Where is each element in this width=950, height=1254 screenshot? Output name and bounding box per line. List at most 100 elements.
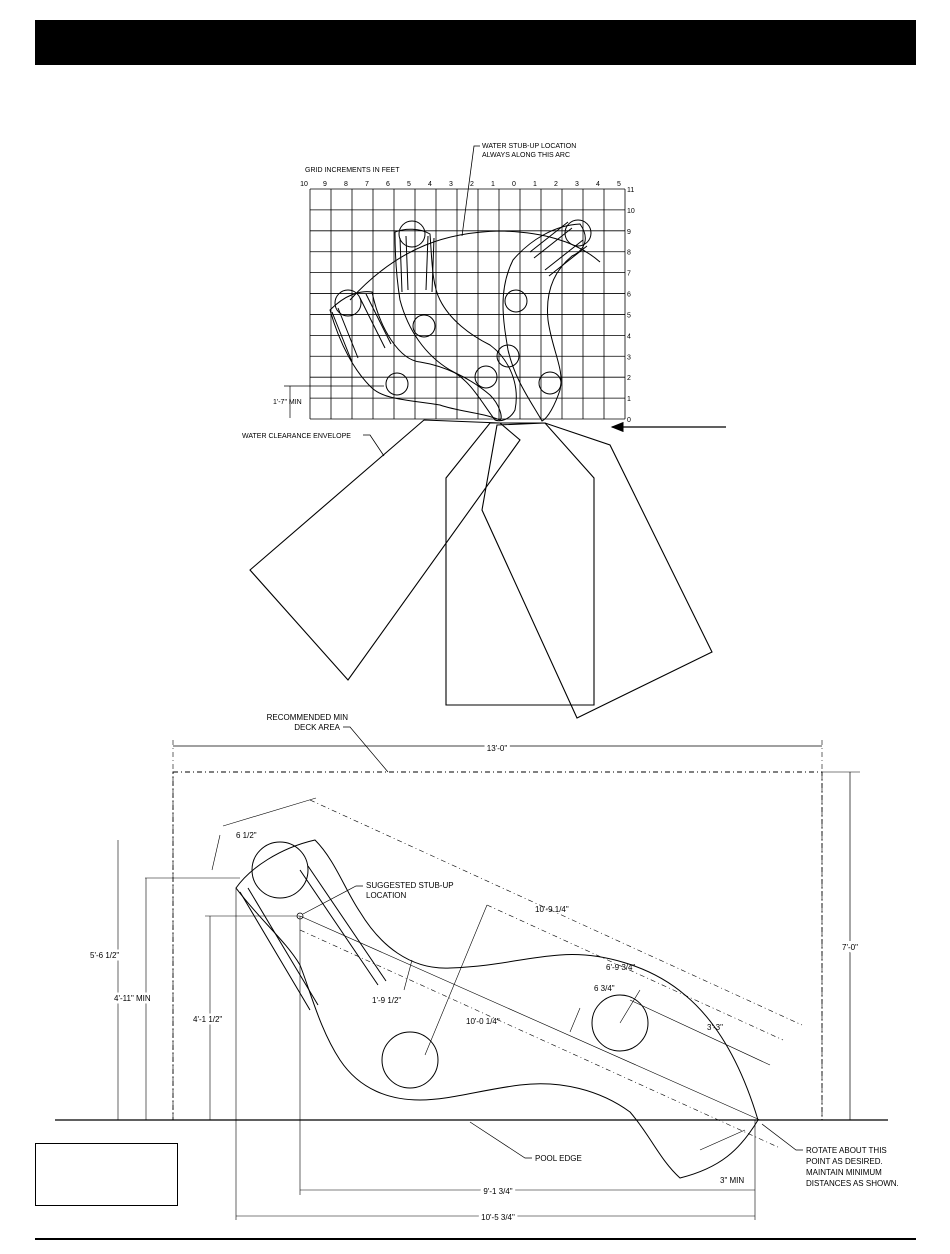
clearance-envelope-left xyxy=(249,419,521,681)
grid-x-tick: 3 xyxy=(449,181,453,188)
rotate-leader xyxy=(761,1123,803,1151)
grid-y-tick: 8 xyxy=(627,250,631,257)
rotate-note-line1: ROTATE ABOUT THIS xyxy=(806,1146,887,1155)
grid-y-tick: 9 xyxy=(627,229,631,236)
grid-y-tick-labels: 0 1 2 3 4 5 6 7 8 9 10 11 xyxy=(627,187,635,424)
slide-plan-view xyxy=(235,839,759,1179)
dim-1-9-half: 1'-9 1/2" xyxy=(372,996,401,1005)
dim-10-9-quarter: 10'-9 1/4" xyxy=(535,905,569,914)
grid-x-tick: 3 xyxy=(575,181,579,188)
dim-6-3q: 6 3/4" xyxy=(594,984,615,993)
grid-x-tick: 4 xyxy=(596,181,600,188)
seat-circle xyxy=(564,219,592,247)
grid-x-tick: 7 xyxy=(365,181,369,188)
slide-ladders xyxy=(331,221,588,363)
exit-circle xyxy=(381,1031,439,1089)
grid-x-tick: 9 xyxy=(323,181,327,188)
exit-circle xyxy=(591,994,649,1052)
grid-x-tick: 2 xyxy=(554,181,558,188)
grid-y-tick: 3 xyxy=(627,354,631,361)
dim-4-1-half: 4'-1 1/2" xyxy=(193,1015,222,1024)
feet-grid xyxy=(309,188,626,420)
grid-title: GRID INCREMENTS IN FEET xyxy=(305,167,400,174)
dim-10-0-quarter: 10'-0 1/4" xyxy=(466,1017,500,1026)
deck-note-line2: DECK AREA xyxy=(294,723,340,732)
grid-y-tick: 1 xyxy=(627,396,631,403)
footer-rule xyxy=(35,1238,916,1240)
dim-width: 13'-0" xyxy=(487,744,508,753)
exit-circle xyxy=(474,365,498,389)
min-dim-label: 1'-7" MIN xyxy=(273,399,302,406)
deck-area-rect xyxy=(172,771,823,1121)
exit-circle xyxy=(504,289,528,313)
grid-y-tick: 10 xyxy=(627,208,635,215)
seat-circles xyxy=(334,219,592,396)
slide-outlines xyxy=(329,223,601,422)
slide-outline-middle xyxy=(394,228,517,422)
grid-x-tick: 1 xyxy=(491,181,495,188)
deck-leader xyxy=(343,726,389,773)
grid-x-tick: 5 xyxy=(407,181,411,188)
stub-leader xyxy=(302,885,363,915)
dim-3-3: 3'-3" xyxy=(707,1023,723,1032)
dim-9-1-3q: 9'-1 3/4" xyxy=(483,1187,512,1196)
rotate-note-line3: MAINTAIN MINIMUM xyxy=(806,1168,882,1177)
grid-x-tick: 8 xyxy=(344,181,348,188)
grid-y-tick: 0 xyxy=(627,417,631,424)
blank-note-box xyxy=(35,1143,178,1206)
slide-ladder-rails xyxy=(239,865,387,1011)
exit-circle xyxy=(496,344,520,368)
header-bar xyxy=(35,20,916,65)
grid-x-tick: 1 xyxy=(533,181,537,188)
rotate-note-line4: DISTANCES AS SHOWN. xyxy=(806,1179,899,1188)
grid-x-tick: 2 xyxy=(470,181,474,188)
dim-10-5-3q: 10'-5 3/4" xyxy=(481,1213,515,1222)
exit-circle xyxy=(385,372,409,396)
seat-circle xyxy=(334,289,362,317)
dim-height: 7'-0" xyxy=(842,943,858,952)
clearance-envelopes xyxy=(249,419,713,719)
grid-x-tick: 4 xyxy=(428,181,432,188)
slide-outline-right xyxy=(502,223,586,422)
stub-note-line2: LOCATION xyxy=(366,891,407,900)
left-dimension-lines xyxy=(117,840,756,1220)
stubup-note-line2: ALWAYS ALONG THIS ARC xyxy=(482,152,570,159)
rotate-note-line2: POINT AS DESIRED. xyxy=(806,1157,883,1166)
seat-circle xyxy=(251,841,309,899)
clearance-label: WATER CLEARANCE ENVELOPE xyxy=(242,433,351,440)
dim-6-half: 6 1/2" xyxy=(236,831,257,840)
grid-y-tick: 11 xyxy=(627,187,634,194)
grid-x-tick: 5 xyxy=(617,181,621,188)
bottom-diagram: RECOMMENDED MIN DECK AREA 13'-0" 7'-0" P… xyxy=(55,713,899,1225)
seat-circle xyxy=(398,220,426,248)
stubup-leader xyxy=(461,145,480,237)
exit-circle xyxy=(412,314,436,338)
dim-3-min: 3" MIN xyxy=(720,1176,744,1185)
pool-edge-label: POOL EDGE xyxy=(535,1154,582,1163)
slide-body-outline xyxy=(235,839,759,1179)
clearance-envelope-center xyxy=(445,422,595,706)
grid-y-tick: 5 xyxy=(627,312,631,319)
clearance-envelope-right xyxy=(481,422,713,719)
grid-x-tick: 6 xyxy=(386,181,390,188)
deck-note-line1: RECOMMENDED MIN xyxy=(267,713,349,722)
slide-outline-left xyxy=(329,291,502,421)
stubup-note-line1: WATER STUB-UP LOCATION xyxy=(482,143,576,150)
grid-x-tick: 10 xyxy=(300,181,308,188)
dim-4-11-min: 4'-11" MIN xyxy=(114,994,151,1003)
grid-y-tick: 7 xyxy=(627,271,631,278)
grid-x-tick: 0 xyxy=(512,181,516,188)
dim-5-6-half: 5'-6 1/2" xyxy=(90,951,119,960)
dim-6-9-3q: 6'-9 3/4" xyxy=(606,963,635,972)
dimension-lines xyxy=(211,797,803,1151)
grid-y-tick: 6 xyxy=(627,292,631,299)
clearance-leader xyxy=(363,434,385,457)
stub-note-line1: SUGGESTED STUB-UP xyxy=(366,881,454,890)
pool-edge-leader xyxy=(469,1121,532,1159)
exit-circle xyxy=(538,371,562,395)
grid-y-tick: 4 xyxy=(627,333,631,340)
grid-y-tick: 2 xyxy=(627,375,631,382)
